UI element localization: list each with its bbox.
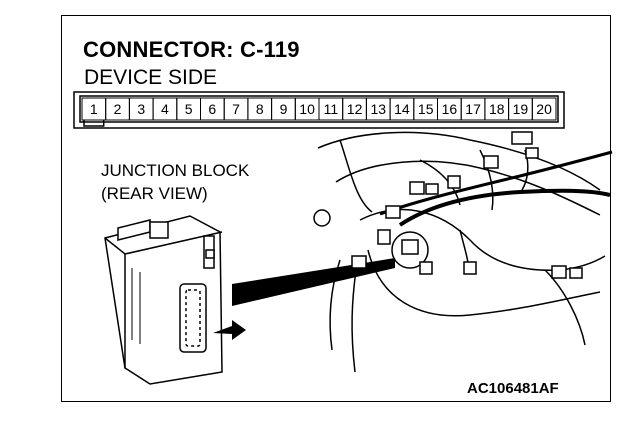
connector-pin-label: 14 xyxy=(394,101,410,117)
dash-lower-contour xyxy=(359,208,606,271)
harness-branch-b xyxy=(479,149,494,211)
connector-pin-label: 20 xyxy=(536,101,552,117)
dash-bottom-contour xyxy=(367,249,601,317)
harness-grommet xyxy=(313,209,331,227)
junction-block-drawing xyxy=(104,215,223,385)
rear-view-label: (REAR VIEW) xyxy=(101,184,208,203)
junction-block-port-pins xyxy=(185,289,201,347)
harness-branch-upper xyxy=(339,139,373,213)
location-leader-wedge xyxy=(232,258,395,306)
junction-block-label: JUNCTION BLOCK xyxy=(101,161,250,180)
figure-frame xyxy=(61,15,611,402)
harness-branch-a xyxy=(419,159,461,206)
harness-connector xyxy=(463,261,477,275)
harness-connector xyxy=(377,229,391,245)
connector-pin-label: 17 xyxy=(465,101,481,117)
dash-upper-contour xyxy=(317,131,601,191)
harness-connector xyxy=(409,181,425,195)
connector-pin-label: 13 xyxy=(371,101,387,117)
harness-connector xyxy=(447,175,461,189)
connector-face xyxy=(73,91,565,129)
harness-connector xyxy=(483,155,499,169)
harness-trunk-upper xyxy=(379,150,613,216)
harness-connector xyxy=(401,239,419,255)
junction-block-side-pin xyxy=(205,249,215,259)
junction-block-ribs xyxy=(131,268,141,344)
harness-connector xyxy=(525,147,539,159)
harness-connector xyxy=(351,255,367,269)
harness-drop-left-2 xyxy=(329,259,341,351)
connector-pin-label: 15 xyxy=(418,101,434,117)
connector-pin-label: 5 xyxy=(185,101,193,117)
dash-middle-contour xyxy=(335,160,601,216)
connector-pin-label: 16 xyxy=(442,101,458,117)
connector-pin-label: 7 xyxy=(232,101,240,117)
harness-connector xyxy=(425,183,439,195)
connector-pin-label: 9 xyxy=(280,101,288,117)
junction-block-port xyxy=(179,283,207,353)
port-pointer-arrow xyxy=(213,320,246,340)
harness-junction-cluster xyxy=(391,231,429,269)
harness-connectors xyxy=(351,131,583,279)
connector-pin-label: 12 xyxy=(347,101,363,117)
harness-connector xyxy=(569,267,583,279)
figure-code: AC106481AF xyxy=(467,380,559,397)
connector-pin-label: 6 xyxy=(208,101,216,117)
connector-pin-label: 4 xyxy=(161,101,169,117)
connector-inner-frame xyxy=(79,95,559,123)
connector-housing xyxy=(73,91,565,129)
harness-connector xyxy=(511,131,533,145)
harness-connector xyxy=(385,205,401,219)
connector-title: CONNECTOR: C-119 xyxy=(83,37,300,62)
connector-pin-cell xyxy=(531,97,557,121)
connector-guide-key xyxy=(83,120,105,127)
connector-pin-label: 10 xyxy=(299,101,315,117)
connector-subtitle: DEVICE SIDE xyxy=(84,66,218,89)
harness-connector xyxy=(551,265,567,279)
connector-pin-label: 2 xyxy=(114,101,122,117)
dashboard-harness-drawing xyxy=(313,131,613,373)
harness-drop-left xyxy=(351,269,357,373)
junction-block-clip xyxy=(149,221,169,239)
connector-pin-label: 19 xyxy=(513,101,529,117)
connector-pin-label: 11 xyxy=(324,101,339,117)
connector-pin-label: 3 xyxy=(137,101,145,117)
main-harness-trunk xyxy=(398,188,611,227)
connector-pin-label: 1 xyxy=(90,101,98,117)
harness-connector xyxy=(419,261,433,275)
connector-pin-label: 18 xyxy=(489,101,505,117)
harness-branch-e xyxy=(544,269,586,346)
connector-pin-label: 8 xyxy=(256,101,264,117)
